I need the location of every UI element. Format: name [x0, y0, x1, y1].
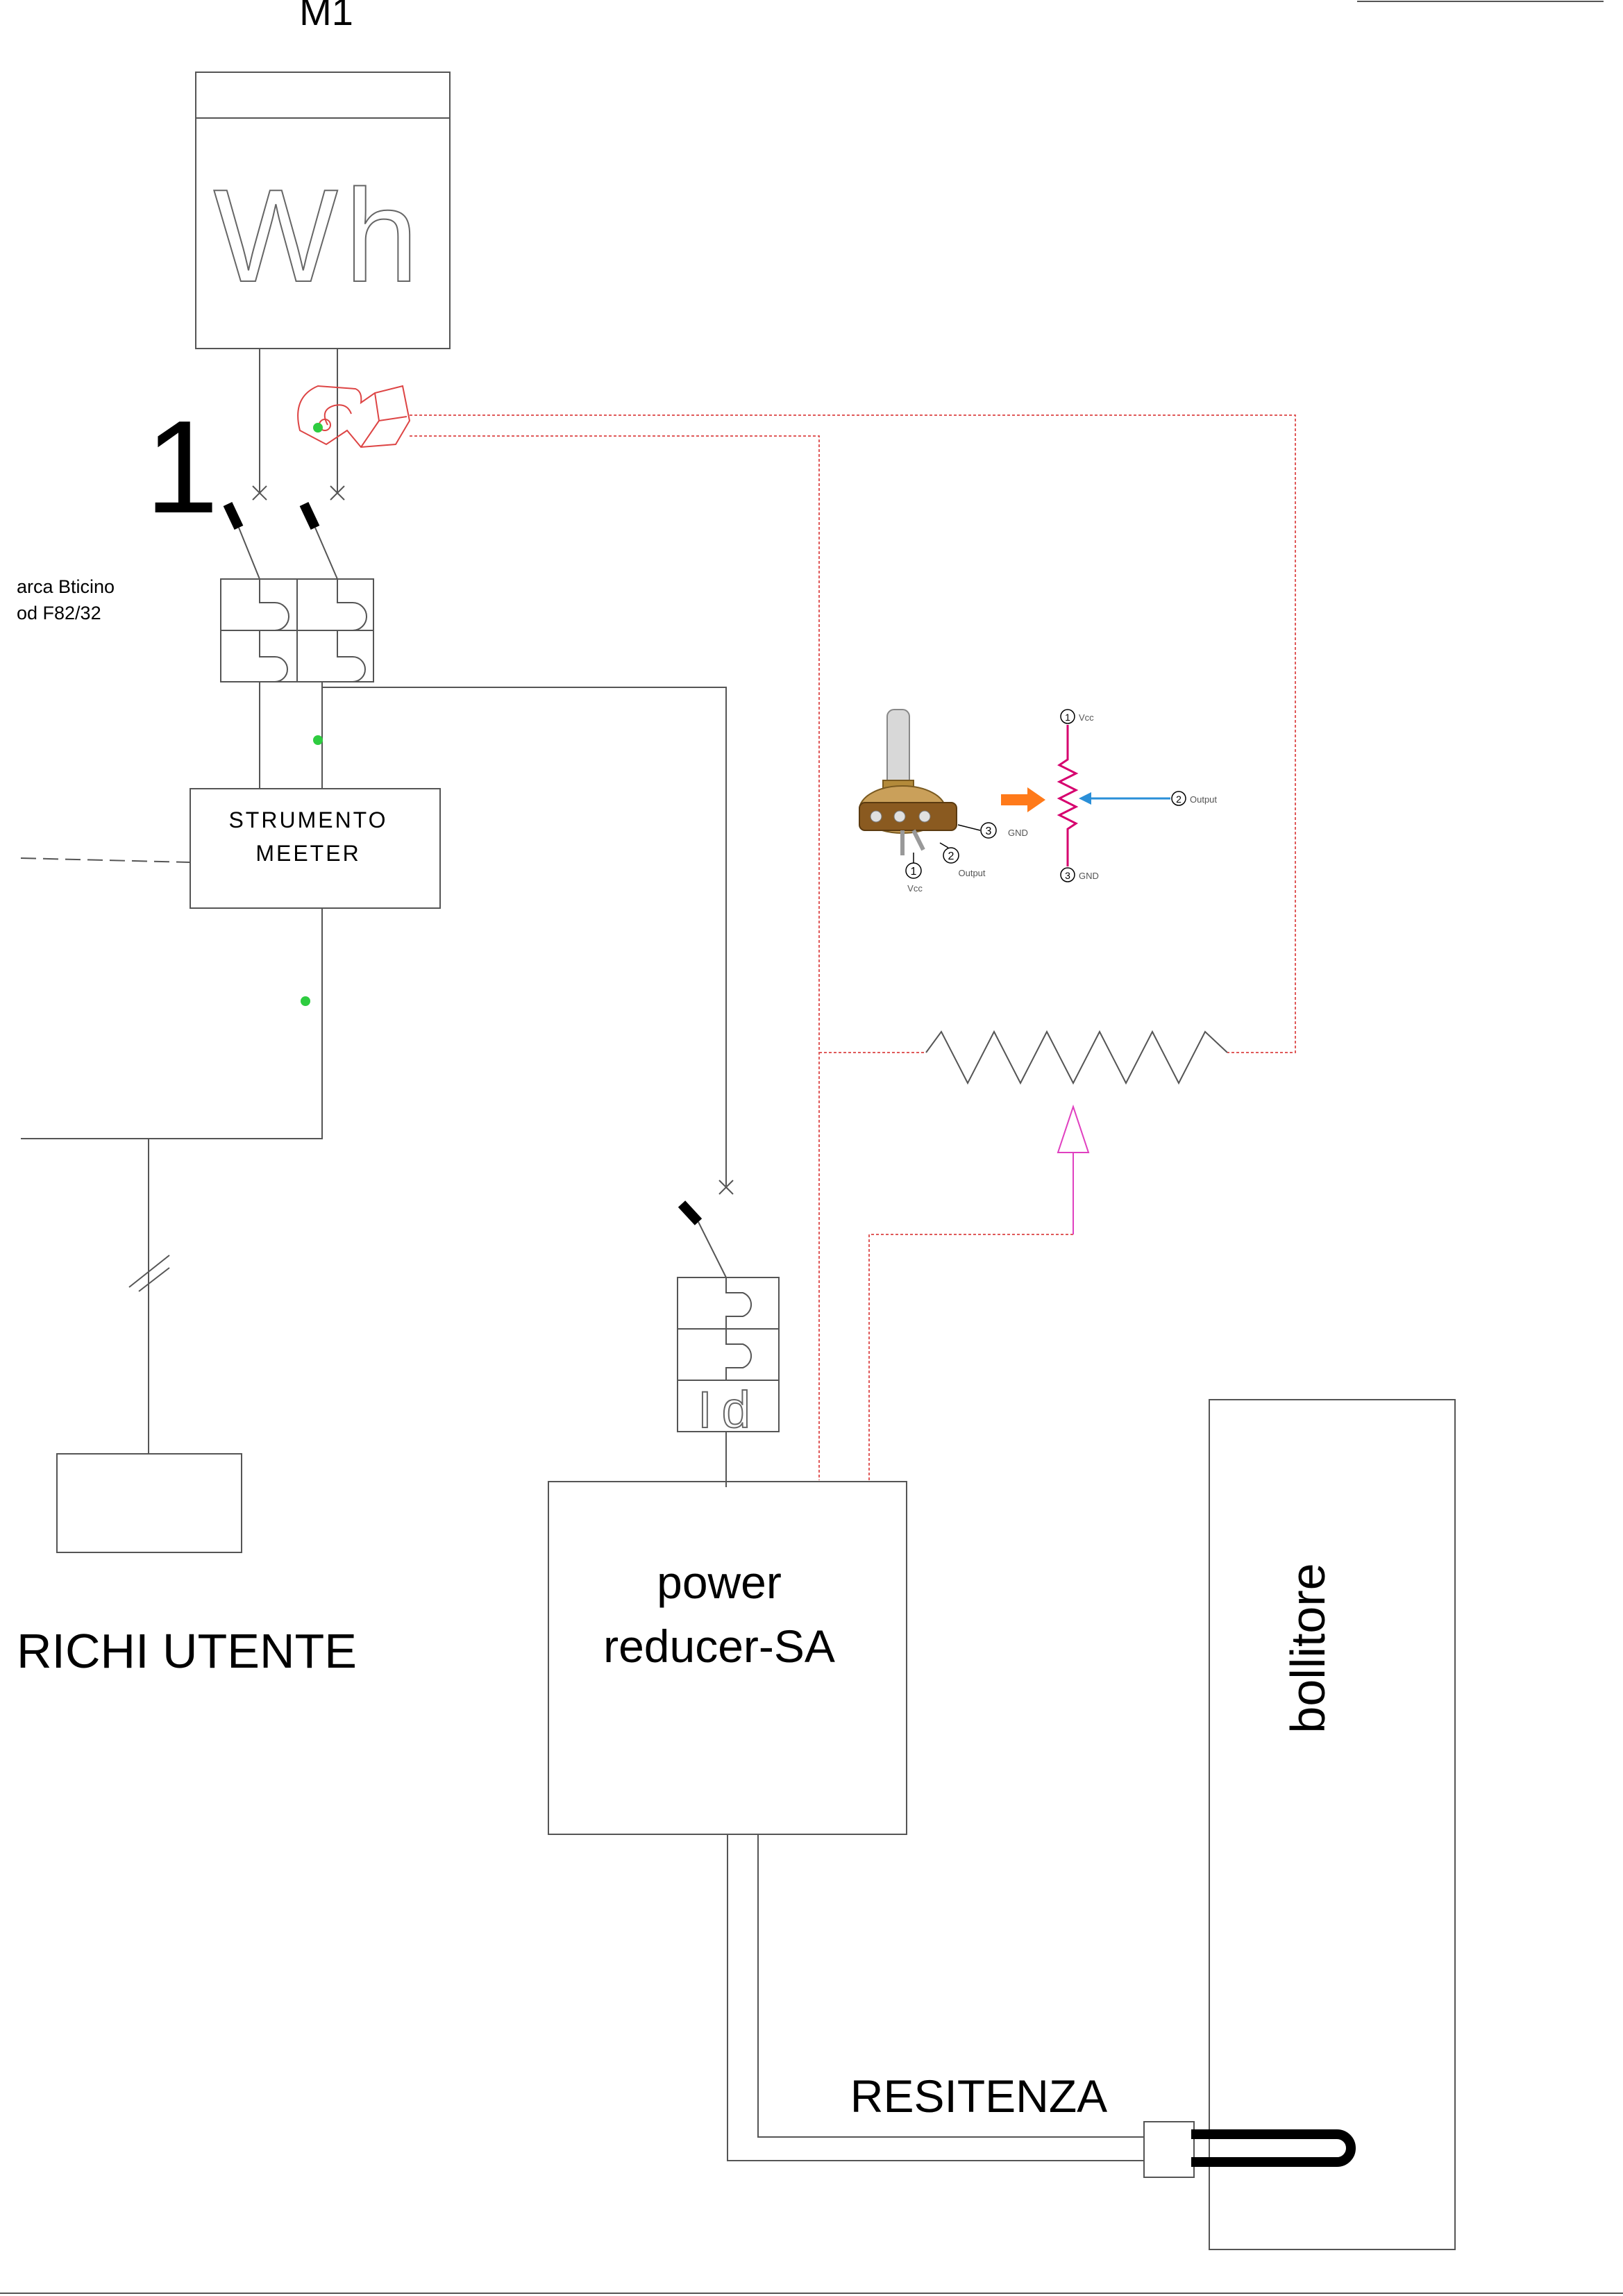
- sch-pin1-number: 1: [1065, 712, 1070, 723]
- status-dot: [313, 423, 323, 433]
- rcd-breaker-icon: Id: [677, 1200, 780, 1487]
- sch-pin3-name: GND: [1079, 871, 1099, 881]
- status-dot: [313, 735, 323, 745]
- sch-pin2-name: Output: [1190, 794, 1217, 805]
- loads-label: RICHI UTENTE: [17, 1624, 357, 1678]
- potentiometer-icon: [925, 1030, 1228, 1234]
- breaker-note-line2: od F82/32: [17, 603, 101, 623]
- pin1-number: 1: [911, 866, 917, 878]
- rcd-label: Id: [698, 1381, 760, 1439]
- circuit-breaker-icon: [220, 502, 374, 682]
- power-reducer-box: power reducer-SA: [548, 1481, 907, 1835]
- heater-wires: [727, 1834, 1144, 2161]
- instrument-label-line2: MEETER: [255, 841, 360, 866]
- boiler-tank: bollitore: [1209, 1399, 1456, 2250]
- power-reducer-line2: reducer-SA: [603, 1620, 835, 1672]
- pin2-name: Output: [958, 868, 985, 878]
- user-loads-box: RICHI UTENTE: [17, 1453, 357, 1678]
- potentiometer-inset: 1 2 3 Vcc Output GND 1 Vcc 3 GND 2 Outpu…: [859, 709, 1217, 894]
- pin2-number: 2: [948, 850, 955, 862]
- sch-pin1-name: Vcc: [1079, 712, 1094, 723]
- instrument-label-line1: STRUMENTO: [228, 807, 387, 832]
- pin1-name: Vcc: [907, 883, 923, 894]
- meter-unit-label: Wh: [214, 162, 426, 310]
- instrument-meter-box: STRUMENTO MEETER: [20, 788, 441, 909]
- heating-element-icon: RESITENZA: [850, 2070, 1356, 2178]
- pin3-number: 3: [986, 826, 992, 837]
- heater-label: RESITENZA: [850, 2070, 1107, 2122]
- power-reducer-line1: power: [657, 1557, 782, 1608]
- pin3-name: GND: [1008, 828, 1028, 838]
- energy-meter-icon: M1 Wh: [195, 0, 451, 501]
- sch-pin2-number: 2: [1176, 794, 1181, 805]
- main-wires: [21, 682, 734, 1454]
- current-clamp-icon: [297, 385, 411, 449]
- status-dot: [301, 996, 310, 1006]
- sch-pin3-number: 3: [1065, 870, 1070, 881]
- sense-wire: [410, 414, 1296, 1480]
- breaker-number: 1: [145, 394, 219, 541]
- meter-id-label: M1: [299, 0, 353, 33]
- status-dots: [301, 423, 323, 1006]
- boiler-label: bollitore: [1281, 1563, 1335, 1733]
- breaker-note-line1: arca Bticino: [17, 576, 115, 597]
